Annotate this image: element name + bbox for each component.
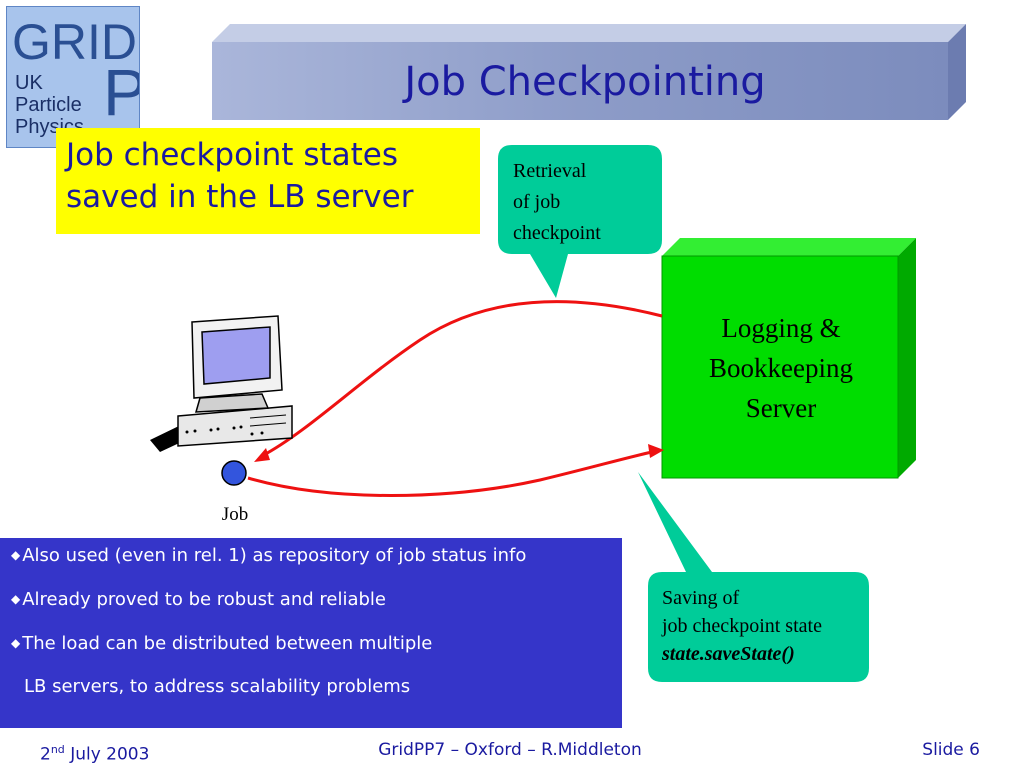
server-line-3: Server xyxy=(745,393,817,423)
disk-slot-2 xyxy=(249,422,287,427)
bullet-list-box: ◆Also used (even in rel. 1) as repositor… xyxy=(0,538,622,728)
retrieval-line-3: checkpoint xyxy=(513,222,601,244)
logo-uk-text: UK xyxy=(15,72,43,94)
diamond-bullet-icon: ◆ xyxy=(11,592,21,606)
diamond-bullet-icon: ◆ xyxy=(11,548,21,562)
saving-arrow-line xyxy=(247,450,653,497)
retrieval-arrowhead xyxy=(254,448,270,462)
saving-callout-text: Saving of job checkpoint state state.sav… xyxy=(662,584,872,668)
checkpoint-note-line-1: Job checkpoint states xyxy=(66,137,398,173)
server-box-top xyxy=(662,238,916,256)
banner-front-face xyxy=(212,42,948,120)
saving-line-2: job checkpoint state xyxy=(662,615,822,637)
bullet-item-2: ◆Already proved to be robust and reliabl… xyxy=(11,588,616,611)
disk-slot-1 xyxy=(249,414,287,419)
server-box-side xyxy=(898,238,916,478)
bullet-item-3-continuation: LB servers, to address scalability probl… xyxy=(11,676,616,698)
case-dots xyxy=(185,425,264,436)
bullet-item-2-text: Already proved to be robust and reliable xyxy=(22,589,386,610)
bullet-item-3: ◆The load can be distributed between mul… xyxy=(11,632,616,655)
computer-icon xyxy=(150,315,293,452)
server-line-2: Bookkeeping xyxy=(709,353,853,383)
computer-case xyxy=(177,405,293,447)
retrieval-line-1: Retrieval xyxy=(513,160,587,182)
bullet-item-1-text: Also used (even in rel. 1) as repository… xyxy=(22,545,527,566)
saving-line-1: Saving of xyxy=(662,587,740,609)
bullet-item-1: ◆Also used (even in rel. 1) as repositor… xyxy=(11,544,616,567)
footer-slide-number: Slide 6 xyxy=(922,740,980,760)
checkpoint-note: Job checkpoint states saved in the LB se… xyxy=(56,128,480,234)
monitor-stand xyxy=(194,393,270,413)
bullet-item-3-text-line-1: The load can be distributed between mult… xyxy=(22,633,433,654)
saving-callout-bubble xyxy=(638,472,869,682)
gridpp-logo: GRID UK Particle Physics P xyxy=(6,6,140,148)
logo-grid-text: GRID xyxy=(12,14,137,70)
footer-date-day: 2 xyxy=(40,744,51,765)
slide-title: Job Checkpointing xyxy=(404,59,766,105)
monitor-screen xyxy=(201,326,271,385)
job-node xyxy=(221,460,247,486)
job-label: Job xyxy=(221,504,249,525)
logo-p-text: P xyxy=(103,59,139,125)
footer-date-rest: July 2003 xyxy=(64,744,150,765)
banner-side-face xyxy=(948,24,966,120)
saving-arrowhead xyxy=(648,444,664,458)
retrieval-callout-bubble xyxy=(498,145,662,298)
footer-event: GridPP7 – Oxford – R.Middleton xyxy=(378,740,642,760)
lb-server-label: Logging & Bookkeeping Server xyxy=(672,308,890,428)
server-box-front xyxy=(661,255,899,479)
retrieval-arrow-line xyxy=(261,300,663,458)
diamond-bullet-icon: ◆ xyxy=(11,636,21,650)
saving-code-line: state.saveState() xyxy=(662,643,795,665)
banner-top-face xyxy=(212,24,966,42)
logo-particle-text: Particle xyxy=(15,94,82,116)
retrieval-line-2: of job xyxy=(513,191,561,213)
checkpoint-note-line-2: saved in the LB server xyxy=(66,179,414,215)
bullet-item-3-text-line-2: LB servers, to address scalability probl… xyxy=(24,676,411,697)
retrieval-callout-text: Retrieval of job checkpoint xyxy=(513,156,663,249)
footer-date-suffix: nd xyxy=(50,743,65,756)
title-banner xyxy=(212,24,966,120)
server-line-1: Logging & xyxy=(721,313,841,343)
footer-date: 2nd July 2003 xyxy=(40,738,149,767)
